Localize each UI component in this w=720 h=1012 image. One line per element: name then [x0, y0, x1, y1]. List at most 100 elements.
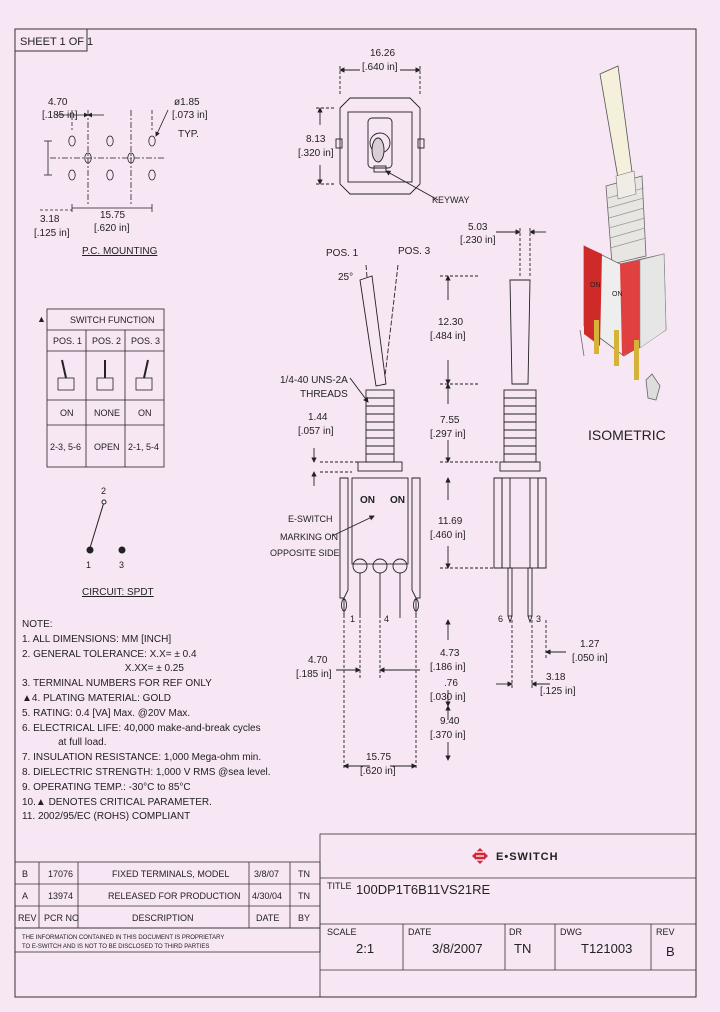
rev-label: REV [656, 927, 675, 937]
front-term-4: 4 [384, 614, 389, 624]
angle-label: 25° [338, 272, 353, 283]
side-dim-127: 1.27 [580, 639, 600, 650]
front-dim-144: 1.44 [308, 412, 328, 423]
pos1-label: POS. 1 [326, 248, 359, 259]
rev-row2-pcr: 13974 [48, 891, 73, 901]
switch-function-table [46, 308, 165, 468]
threads-label-1: 1/4-40 UNS-2A [280, 375, 348, 386]
front-dim-470: 4.70 [308, 655, 328, 666]
isometric-label: ISOMETRIC [588, 427, 666, 443]
front-dim-1575-in: [.620 in] [360, 766, 396, 777]
sheet-label-box [14, 28, 88, 52]
side-dim-318-in: [.125 in] [540, 686, 576, 697]
side-dim-76: .76 [444, 678, 458, 689]
rev-value: B [666, 944, 675, 959]
rev-row2-date: 4/30/04 [252, 891, 282, 901]
note-line: 8. DIELECTRIC STRENGTH: 1,000 V RMS @sea… [22, 766, 271, 778]
rev-header-pcr: PCR NO [44, 913, 79, 923]
side-dim-318: 3.18 [546, 672, 566, 683]
side-term-3: 3 [536, 614, 541, 624]
brand-name: E•SWITCH [496, 851, 559, 863]
marking-1: E-SWITCH [288, 514, 333, 524]
note-line: 6. ELECTRICAL LIFE: 40,000 make-and-brea… [22, 722, 261, 734]
circuit-node-3: 3 [119, 560, 124, 570]
rev-header-rev: REV [18, 913, 37, 923]
side-view-drawing [440, 228, 566, 761]
rev-header-date: DATE [256, 913, 279, 923]
top-dim-h: 8.13 [306, 134, 326, 145]
sf-term-1: 2-3, 5-6 [50, 442, 81, 452]
isometric-render [579, 65, 667, 401]
top-dim-w-in: [.640 in] [362, 62, 398, 73]
dr-label: DR [509, 927, 522, 937]
pc-dim-hole-in: [.073 in] [172, 110, 208, 121]
front-on-left: ON [360, 495, 375, 506]
notes-block: NOTE: 1. ALL DIMENSIONS: MM [INCH] 2. GE… [22, 618, 271, 825]
front-on-right: ON [390, 495, 405, 506]
rev-row1-desc: FIXED TERMINALS, MODEL [112, 869, 229, 879]
sf-state-2: NONE [94, 408, 120, 418]
side-dim-76-in: [.030 in] [430, 692, 466, 703]
title-block [319, 833, 697, 998]
title-label: TITLE [327, 881, 352, 891]
sheet-label: SHEET 1 OF 1 [20, 36, 93, 48]
circuit-node-1: 1 [86, 560, 91, 570]
pc-dim-1575-in: [.620 in] [94, 223, 130, 234]
sf-header-3: POS. 3 [131, 336, 160, 346]
rev-row2-rev: A [22, 891, 28, 901]
note-line: NOTE: [22, 619, 53, 630]
side-dim-1169: 11.69 [438, 516, 463, 527]
note-line: 9. OPERATING TEMP.: -30°C to 85°C [22, 781, 191, 793]
front-view-drawing [311, 264, 421, 770]
pos3-label: POS. 3 [398, 246, 431, 257]
rev-row2-by: TN [298, 891, 310, 901]
pc-dim-470-in: [.185 in] [42, 110, 78, 121]
scale-value: 2:1 [356, 941, 374, 956]
sheet-border [14, 28, 697, 998]
keyway-label: KEYWAY [432, 195, 470, 205]
note-line: 11. 2002/95/EC (ROHS) COMPLIANT [22, 811, 191, 823]
switch-function-title: SWITCH FUNCTION [70, 315, 155, 325]
threads-label-2: THREADS [300, 389, 348, 400]
dr-value: TN [514, 941, 531, 956]
note-line: 1. ALL DIMENSIONS: MM [INCH] [22, 633, 172, 645]
pc-dim-318: 3.18 [40, 214, 60, 225]
side-dim-755: 7.55 [440, 415, 460, 426]
side-dim-1169-in: [.460 in] [430, 530, 466, 541]
note-line: at full load. [22, 737, 107, 749]
side-term-6: 6 [498, 614, 503, 624]
side-dim-473-in: [.186 in] [430, 662, 466, 673]
iso-on-2: ON [612, 291, 623, 298]
sf-state-3: ON [138, 408, 152, 418]
circuit-title: CIRCUIT: SPDT [82, 587, 154, 598]
circuit-diagram [86, 499, 126, 554]
note-line: ▲4. PLATING MATERIAL: GOLD [22, 692, 172, 704]
eswitch-logo [472, 848, 488, 864]
sf-state-1: ON [60, 408, 74, 418]
dwg-value: T121003 [581, 941, 632, 956]
pc-mounting-drawing [40, 109, 169, 212]
date-value: 3/8/2007 [432, 941, 483, 956]
sf-term-3: 2-1, 5-4 [128, 442, 159, 452]
rev-row1-date: 3/8/07 [254, 869, 279, 879]
note-line: 3. TERMINAL NUMBERS FOR REF ONLY [22, 678, 212, 690]
marking-2: MARKING ON [280, 532, 338, 542]
critical-flag: ▲ [37, 314, 46, 324]
part-title: 100DP1T6B11VS21RE [356, 882, 491, 897]
side-dim-755-in: [.297 in] [430, 429, 466, 440]
front-dim-1575: 15.75 [366, 752, 391, 763]
sf-term-2: OPEN [94, 442, 120, 452]
side-dim-940: 9.40 [440, 716, 460, 727]
side-dim-473: 4.73 [440, 648, 460, 659]
marking-3: OPPOSITE SIDE [270, 548, 340, 558]
date-label: DATE [408, 927, 431, 937]
front-dim-470-in: [.185 in] [296, 669, 332, 680]
side-dim-503: 5.03 [468, 222, 488, 233]
circuit-node-2: 2 [101, 486, 106, 496]
front-term-1: 1 [350, 614, 355, 624]
rev-row1-rev: B [22, 869, 28, 879]
front-dim-144-in: [.057 in] [298, 426, 334, 437]
pc-dim-1575: 15.75 [100, 210, 125, 221]
disclaimer-2: TO E-SWITCH AND IS NOT TO BE DISCLOSED T… [22, 944, 209, 950]
rev-row1-pcr: 17076 [48, 869, 73, 879]
